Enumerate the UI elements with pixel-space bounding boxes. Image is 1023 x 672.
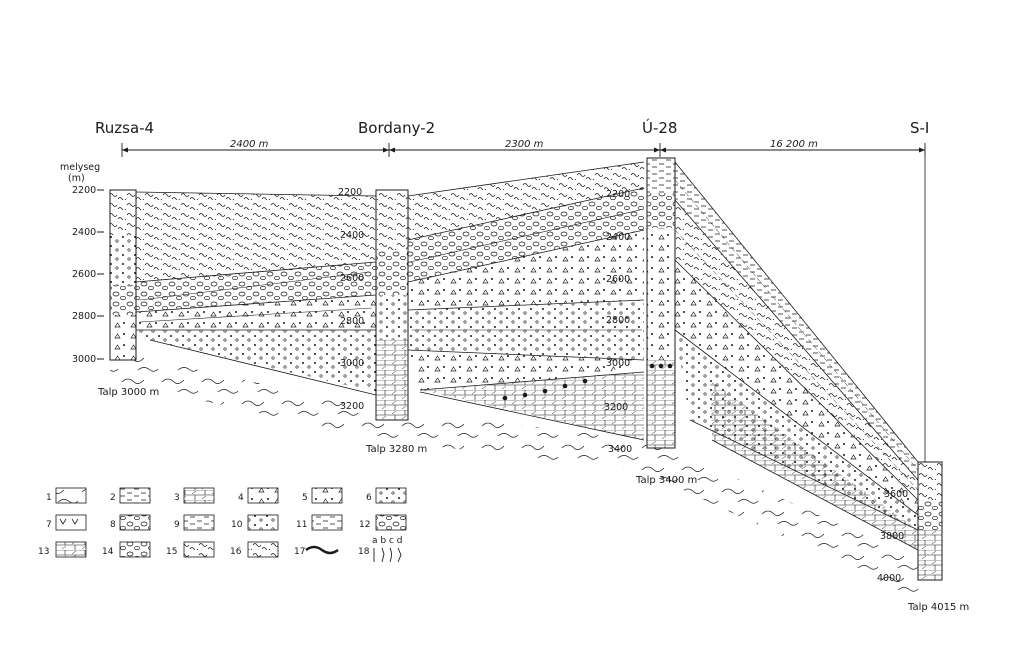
bordany-depth-2600: 2600 bbox=[340, 273, 364, 284]
legend-swatch-15 bbox=[183, 541, 215, 558]
legend-swatch-8 bbox=[119, 514, 151, 531]
legend: 1 2 3 4 5 6 7 8 9 10 11 12 13 14 15 16 bbox=[38, 487, 407, 563]
legend-swatch-7 bbox=[55, 514, 87, 531]
talp-s-1: Talp 4015 m bbox=[907, 602, 969, 613]
distance-label-3: 16 200 m bbox=[770, 139, 818, 150]
legend-num-7: 7 bbox=[46, 520, 52, 530]
legend-swatch-5 bbox=[311, 487, 343, 504]
bordany-depth-3000: 3000 bbox=[340, 358, 364, 369]
well-column-bordany-2 bbox=[375, 189, 409, 421]
legend-num-12: 12 bbox=[359, 520, 370, 530]
well-name-s-1: S-I bbox=[910, 119, 929, 137]
well-column-u-28 bbox=[646, 157, 676, 449]
legend-num-5: 5 bbox=[302, 493, 308, 503]
bordany-depth-3200: 3200 bbox=[340, 401, 364, 412]
depth-tick-3000: 3000 bbox=[72, 354, 96, 365]
legend-swatch-12 bbox=[375, 514, 407, 531]
legend-swatch-11 bbox=[311, 514, 343, 531]
legend-num-11: 11 bbox=[296, 520, 307, 530]
bordany-depth-2800: 2800 bbox=[340, 316, 364, 327]
well-column-ruzsa-4 bbox=[109, 189, 137, 361]
legend-swatch-6 bbox=[375, 487, 407, 504]
legend-swatch-4 bbox=[247, 487, 279, 504]
legend-num-8: 8 bbox=[110, 520, 116, 530]
legend-num-2: 2 bbox=[110, 493, 116, 503]
legend-swatch-2 bbox=[119, 487, 151, 504]
talp-ruzsa-4: Talp 3000 m bbox=[97, 387, 159, 398]
legend-num-18: 18 bbox=[358, 547, 370, 557]
depth-tick-2800: 2800 bbox=[72, 311, 96, 322]
u28-depth-2800: 2800 bbox=[606, 315, 630, 326]
depth-tick-2400: 2400 bbox=[72, 227, 96, 238]
legend-swatch-18 bbox=[373, 547, 402, 563]
u28-depth-2400: 2400 bbox=[606, 232, 630, 243]
u28-depth-2200: 2200 bbox=[606, 189, 630, 200]
legend-swatch-16 bbox=[247, 541, 279, 558]
u28-depth-3400: 3400 bbox=[608, 444, 632, 455]
distance-line bbox=[121, 143, 926, 462]
legend-swatch-9 bbox=[183, 514, 215, 531]
legend-num-10: 10 bbox=[231, 520, 243, 530]
u28-depth-3200: 3200 bbox=[604, 402, 628, 413]
distance-label-2: 2300 m bbox=[505, 139, 544, 150]
legend-num-17: 17 bbox=[294, 547, 305, 557]
bordany-depth-2200: 2200 bbox=[338, 187, 362, 198]
u28-depth-3000: 3000 bbox=[606, 358, 630, 369]
strata-panel-1 bbox=[135, 191, 377, 396]
legend-swatch-1 bbox=[55, 487, 87, 504]
well-name-u-28: Ú-28 bbox=[642, 118, 677, 137]
strata-panel-2 bbox=[407, 161, 645, 441]
bordany-depth-2400: 2400 bbox=[340, 230, 364, 241]
depth-tick-2200: 2200 bbox=[72, 185, 96, 196]
legend-num-16: 16 bbox=[230, 547, 242, 557]
s1-depth-3600: 3600 bbox=[884, 489, 908, 500]
basement-unit bbox=[110, 350, 920, 600]
legend-num-6: 6 bbox=[366, 493, 372, 503]
well-name-bordany-2: Bordany-2 bbox=[358, 119, 435, 137]
s1-depth-3800: 3800 bbox=[880, 531, 904, 542]
talp-u-28: Talp 3400 m bbox=[635, 475, 697, 486]
talp-bordany-2: Talp 3280 m bbox=[365, 444, 427, 455]
legend-swatch-10 bbox=[247, 514, 279, 531]
legend-swatch-14 bbox=[119, 541, 151, 558]
depth-axis-ticks bbox=[97, 189, 104, 360]
well-column-s-1 bbox=[917, 461, 943, 581]
legend-num-14: 14 bbox=[102, 547, 114, 557]
legend-num-1: 1 bbox=[46, 493, 52, 503]
depth-tick-2600: 2600 bbox=[72, 269, 96, 280]
legend-swatch-3 bbox=[183, 487, 215, 504]
legend-num-4: 4 bbox=[238, 493, 244, 503]
legend-swatch-17 bbox=[305, 545, 339, 555]
legend-num-3: 3 bbox=[174, 493, 180, 503]
s1-depth-4000: 4000 bbox=[877, 573, 901, 584]
well-name-ruzsa-4: Ruzsa-4 bbox=[95, 119, 154, 137]
legend-num-15: 15 bbox=[166, 547, 177, 557]
legend-swatch-13 bbox=[55, 541, 87, 558]
depth-axis-title: melyseg bbox=[60, 162, 100, 173]
u28-depth-2600: 2600 bbox=[606, 274, 630, 285]
legend-num-9: 9 bbox=[174, 520, 180, 530]
depth-axis-unit: (m) bbox=[68, 173, 85, 184]
legend-num-13: 13 bbox=[38, 547, 49, 557]
legend-18-subletters: a b c d bbox=[372, 536, 402, 546]
strata-panel-3 bbox=[674, 161, 919, 551]
distance-label-1: 2400 m bbox=[230, 139, 269, 150]
